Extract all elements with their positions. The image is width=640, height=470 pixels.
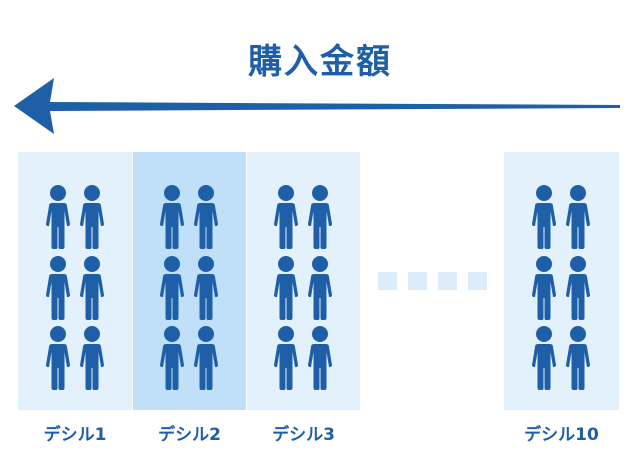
person-icon [274,256,298,320]
person-icon [566,326,590,390]
person-icon [46,326,70,390]
decile-column-1 [18,152,132,410]
decile-label-1: デシル1 [43,425,107,445]
decile-label-2: デシル2 [158,425,221,445]
ellipsis-dot [468,272,487,290]
person-icon [160,326,184,390]
decile-column-10 [504,152,619,410]
decile-label-3: デシル3 [272,425,335,445]
person-icon [566,185,590,249]
person-icon [532,256,556,320]
diagram-title: 購入金額 [248,42,392,82]
ellipsis-dot [438,272,457,290]
person-icon [274,185,298,249]
person-icon [46,185,70,249]
decile-column-3 [247,152,360,410]
person-icon [194,256,218,320]
left-arrow-icon [14,78,620,134]
person-icon [566,256,590,320]
ellipsis-dot [378,272,397,290]
person-icon [80,185,104,249]
person-icon [308,256,332,320]
decile-label-10: デシル10 [524,425,599,445]
person-icon [160,256,184,320]
person-icon [308,185,332,249]
person-icon [308,326,332,390]
decile-column-2 [133,152,246,410]
person-icon [532,326,556,390]
person-icon [532,185,556,249]
ellipsis-dots [378,272,488,290]
person-icon [274,326,298,390]
person-icon [46,256,70,320]
ellipsis-dot [408,272,427,290]
person-icon [80,326,104,390]
person-icon [194,326,218,390]
person-icon [160,185,184,249]
person-icon [194,185,218,249]
person-icon [80,256,104,320]
